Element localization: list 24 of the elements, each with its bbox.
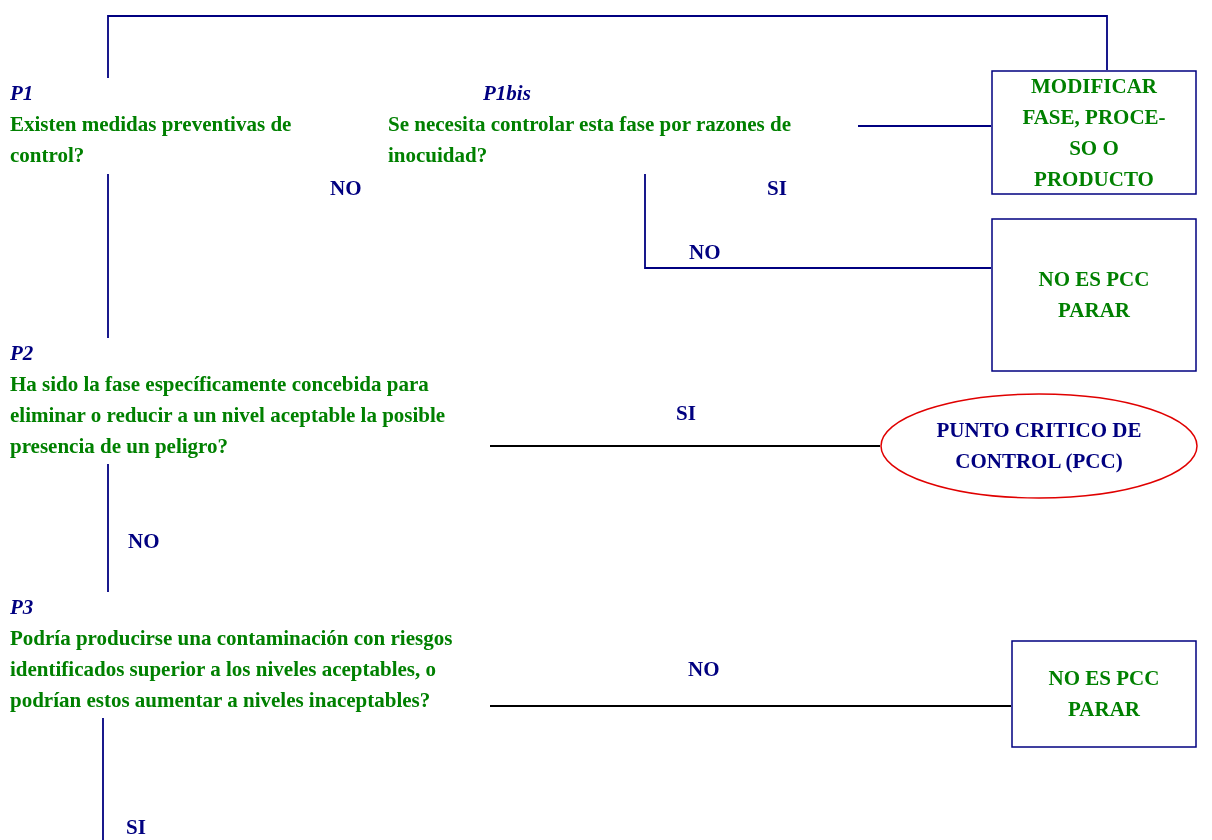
action-box (991, 70, 1197, 195)
question-text: Existen medidas preventivas de control? (10, 111, 293, 169)
connector-line (644, 173, 992, 269)
question-text: Podría producirse una contaminación con riesgos identificados superior a los niveles aceptables, o podrían estos aumentar a niveles inaceptables? (10, 625, 454, 714)
question-number: P1bis (483, 80, 531, 107)
question-number: P1 (10, 80, 34, 107)
end-box (991, 218, 1197, 372)
connector-line (102, 717, 104, 840)
question-text: Ha sido la fase específicamente concebida para eliminar o reducir a un nivel aceptable la posible presencia de un peligro? (10, 371, 447, 460)
box-text: NO ES PCC PARAR (1037, 266, 1151, 324)
connector-line (489, 445, 881, 447)
question-text: Se necesita controlar esta fase por razones de inocuidad? (388, 111, 792, 169)
box-text: MODIFICAR FASE, PROCE-SO O PRODUCTO (1021, 72, 1167, 193)
box-text: PUNTO CRITICO DE CONTROL (PCC) (935, 417, 1143, 475)
question-number: P3 (10, 594, 34, 621)
connector-line (107, 15, 1108, 79)
connector-line (857, 125, 992, 127)
box-text: NO ES PCC PARAR (1047, 665, 1161, 723)
question-number: P2 (10, 340, 34, 367)
ccp-ellipse (880, 393, 1198, 499)
connector-line (107, 173, 109, 339)
connector-line (489, 705, 1012, 707)
end-box (1011, 640, 1197, 748)
connector-line (107, 463, 109, 593)
